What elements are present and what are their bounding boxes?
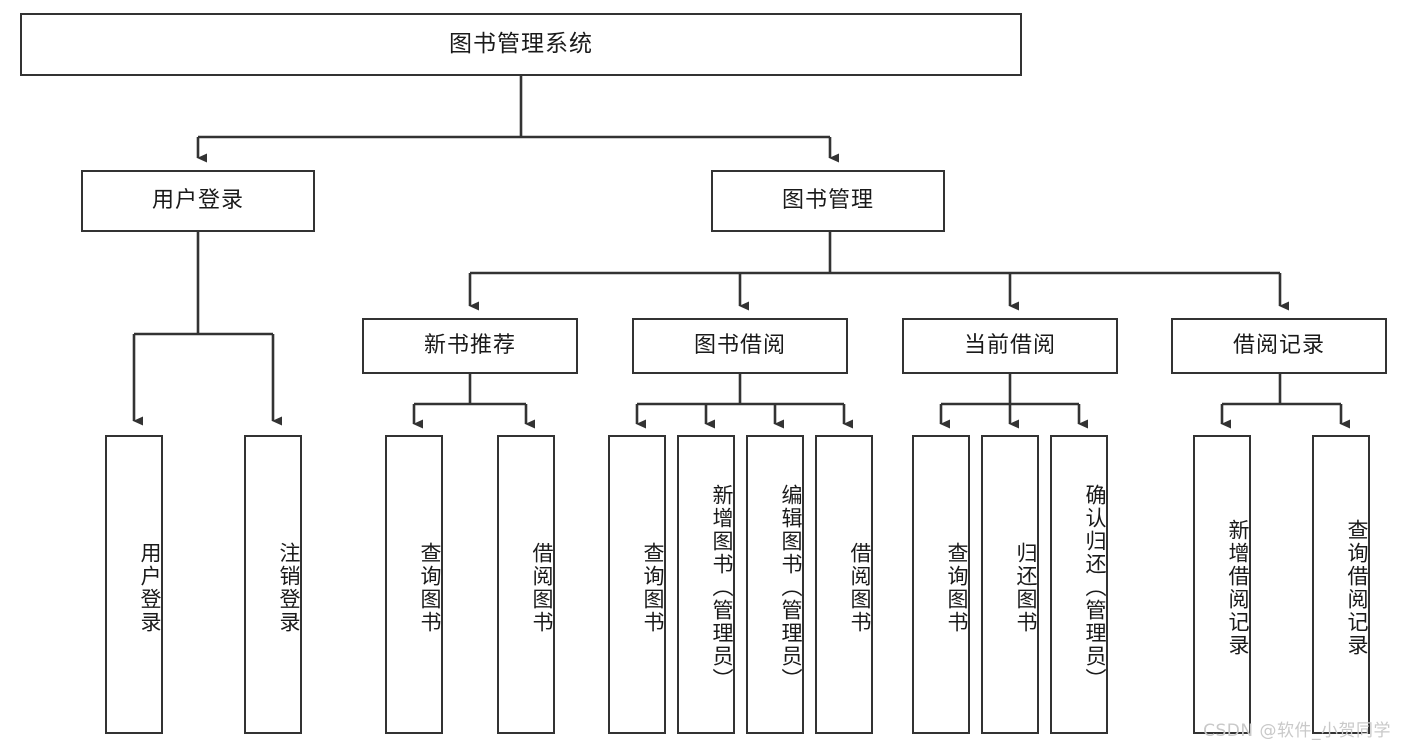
node-label: 新增借阅记录 (1226, 518, 1250, 657)
node-leaf-query-borrow-record[interactable]: 查询借阅记录 (1312, 435, 1370, 734)
node-leaf-confirm-return-admin[interactable]: 确认归还（管理员） (1050, 435, 1108, 734)
node-leaf-query-book-1[interactable]: 查询图书 (385, 435, 443, 734)
node-label: 注销登录 (277, 541, 301, 634)
node-label: 借阅图书 (848, 541, 872, 634)
csdn-watermark: CSDN @软件_小贺同学 (1203, 721, 1391, 741)
node-label: 查询图书 (945, 541, 969, 634)
node-label: 查询借阅记录 (1345, 518, 1369, 657)
node-label: 新书推荐 (423, 332, 516, 358)
node-leaf-query-book-3[interactable]: 查询图书 (912, 435, 970, 734)
node-root-book-management-system[interactable]: 图书管理系统 (20, 13, 1022, 76)
node-label: 确认归还（管理员） (1083, 484, 1107, 691)
node-leaf-add-borrow-record[interactable]: 新增借阅记录 (1193, 435, 1251, 734)
node-book-borrow[interactable]: 图书借阅 (632, 318, 848, 374)
node-leaf-return-book[interactable]: 归还图书 (981, 435, 1039, 734)
node-label: 新增图书（管理员） (710, 484, 734, 691)
node-leaf-add-book-admin[interactable]: 新增图书（管理员） (677, 435, 735, 734)
node-book-management[interactable]: 图书管理 (711, 170, 945, 232)
node-label: 查询图书 (418, 541, 442, 634)
node-label: 借阅图书 (530, 541, 554, 634)
node-leaf-logout-login[interactable]: 注销登录 (244, 435, 302, 734)
node-leaf-edit-book-admin[interactable]: 编辑图书（管理员） (746, 435, 804, 734)
node-label: 编辑图书（管理员） (779, 484, 803, 691)
node-label: 用户登录 (138, 541, 162, 634)
node-label: 归还图书 (1014, 541, 1038, 634)
node-leaf-query-book-2[interactable]: 查询图书 (608, 435, 666, 734)
node-user-login[interactable]: 用户登录 (81, 170, 315, 232)
node-label: 查询图书 (641, 541, 665, 634)
node-current-borrow[interactable]: 当前借阅 (902, 318, 1118, 374)
node-leaf-user-login[interactable]: 用户登录 (105, 435, 163, 734)
node-label: 图书管理系统 (449, 30, 593, 57)
node-label: 图书借阅 (693, 332, 786, 358)
node-label: 当前借阅 (963, 332, 1056, 358)
node-label: 图书管理 (781, 187, 874, 213)
node-borrow-record[interactable]: 借阅记录 (1171, 318, 1387, 374)
node-leaf-borrow-book-1[interactable]: 借阅图书 (497, 435, 555, 734)
node-label: 用户登录 (151, 187, 244, 213)
node-new-book-recommend[interactable]: 新书推荐 (362, 318, 578, 374)
node-label: 借阅记录 (1232, 332, 1325, 358)
node-leaf-borrow-book-2[interactable]: 借阅图书 (815, 435, 873, 734)
